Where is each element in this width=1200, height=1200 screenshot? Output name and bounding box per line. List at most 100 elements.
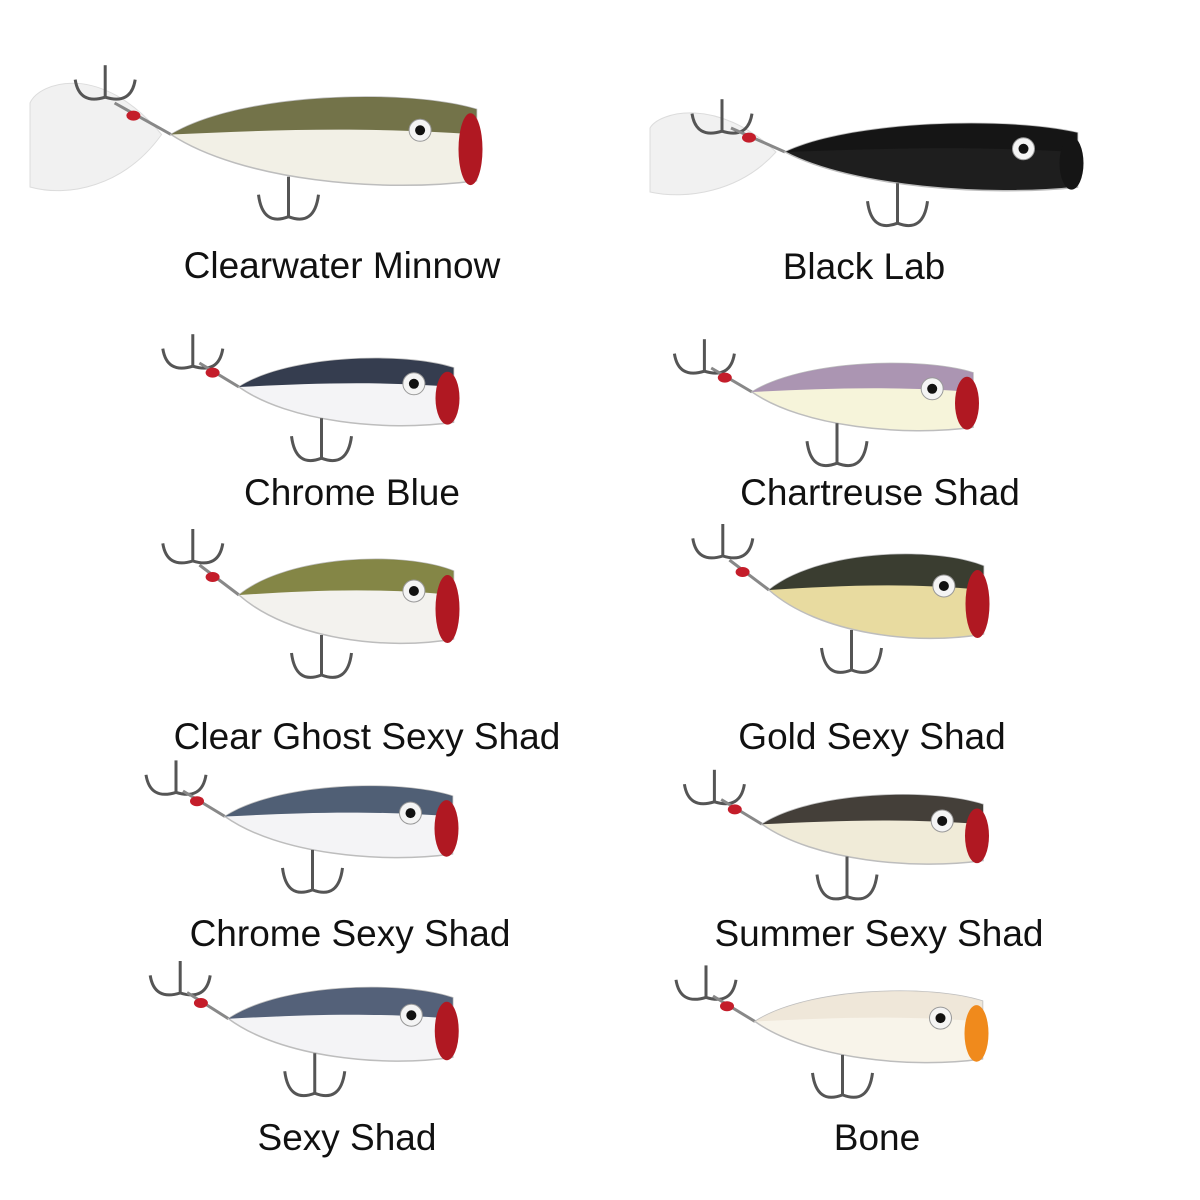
belly-hook-bend-right (896, 200, 929, 228)
lure-back (769, 554, 984, 590)
belly-hook-bend-right (320, 652, 353, 679)
lure-back (171, 96, 477, 135)
popper-mouth (965, 570, 990, 638)
lure-pupil (938, 581, 949, 591)
lure-image (144, 760, 459, 894)
rear-hook-bend-left (690, 113, 723, 135)
rear-hook-bend-right (713, 783, 746, 806)
popper-mouth (965, 808, 989, 864)
rear-hook-bend-right (179, 975, 212, 997)
rear-hook-bend-left (691, 538, 724, 560)
lure-label: Black Lab (782, 246, 946, 287)
popper-mouth (955, 376, 979, 430)
lure-label: Sexy Shad (257, 1117, 437, 1158)
red-bead (720, 1001, 734, 1012)
popper-mouth (458, 113, 483, 186)
lure-label: Summer Sexy Shad (714, 913, 1044, 954)
lure-back (239, 559, 454, 595)
rear-hook-bend-left (672, 353, 705, 375)
split-ring (728, 558, 770, 592)
lure-image (672, 339, 979, 468)
belly-hook-bend-right (320, 435, 353, 463)
split-ring (198, 361, 240, 389)
lure-image (649, 99, 1084, 228)
feather (649, 112, 777, 196)
lure-group (148, 961, 459, 1098)
rear-hook-bend-right (703, 353, 736, 375)
red-bead (205, 367, 220, 378)
lure-pupil (1018, 143, 1029, 154)
lure-image (691, 524, 990, 674)
belly-hook-bend-right (311, 867, 344, 894)
rear-hook-bend-right (722, 538, 755, 560)
lure-image (682, 769, 989, 901)
popper-mouth (434, 1001, 459, 1061)
belly-hook-bend-right (836, 440, 869, 468)
rear-hook-bend-right (192, 543, 225, 565)
belly-hook-bend-left (283, 1071, 316, 1098)
lure-image (29, 65, 483, 221)
rear-hook-bend-right (721, 113, 754, 135)
lure-back (225, 786, 453, 817)
rear-hook-bend-right (705, 979, 738, 1001)
belly-hook-bend-right (287, 194, 320, 221)
lure-back (239, 358, 454, 387)
belly-hook-bend-left (811, 1072, 844, 1099)
split-ring (710, 366, 753, 394)
lure-label: Chartreuse Shad (740, 472, 1020, 513)
red-bead (193, 998, 208, 1008)
lure-label: Chrome Sexy Shad (189, 913, 511, 954)
lure-group (161, 529, 460, 679)
popper-mouth (434, 800, 459, 857)
red-bead (205, 572, 220, 582)
lure-group (161, 334, 460, 463)
red-bead (126, 110, 141, 121)
belly-hook-bend-right (314, 1071, 347, 1098)
belly-hook-bend-left (805, 440, 838, 468)
lure-pupil (408, 378, 419, 389)
lure-group (682, 769, 989, 901)
lure-image (161, 529, 460, 679)
lure-label: Bone (833, 1117, 921, 1158)
lure-back (785, 123, 1078, 152)
rear-hook-bend-left (148, 975, 181, 997)
rear-hook-bend-left (161, 543, 194, 565)
belly-hook-bend-left (866, 200, 899, 228)
belly-hook-bend-right (841, 1072, 874, 1099)
rear-hook-bend-left (682, 783, 715, 806)
rear-hook-bend-left (161, 348, 194, 370)
rear-hook-bend-left (674, 979, 707, 1001)
lure-pupil (935, 1013, 946, 1024)
popper-mouth (1059, 136, 1084, 190)
lure-group (649, 99, 1084, 228)
belly-hook-bend-left (257, 194, 290, 221)
rear-hook-bend-right (104, 79, 137, 101)
lure-pupil (927, 383, 938, 394)
lure-label: Clearwater Minnow (183, 245, 501, 286)
belly-hook-bend-left (290, 652, 323, 679)
lure-pupil (406, 1010, 417, 1021)
rear-hook-bend-right (175, 774, 208, 796)
belly-hook-bend-left (290, 435, 323, 463)
red-bead (717, 372, 732, 383)
split-ring (720, 798, 763, 826)
lure-pupil (408, 586, 419, 596)
split-ring (730, 126, 786, 154)
split-ring (712, 994, 756, 1023)
lure-pupil (415, 125, 426, 136)
popper-mouth (435, 371, 460, 425)
lure-group (144, 760, 459, 894)
split-ring (186, 991, 230, 1021)
rear-hook-bend-left (144, 774, 177, 796)
lure-group (29, 65, 483, 221)
lure-back (228, 987, 453, 1019)
split-ring (113, 101, 172, 136)
lure-image (148, 961, 459, 1098)
red-bead (727, 804, 742, 815)
lure-back (755, 991, 983, 1022)
lure-group (674, 965, 989, 1099)
lure-image (674, 965, 989, 1099)
red-bead (742, 132, 756, 143)
lure-group (672, 339, 979, 468)
lure-pupil (937, 815, 948, 826)
